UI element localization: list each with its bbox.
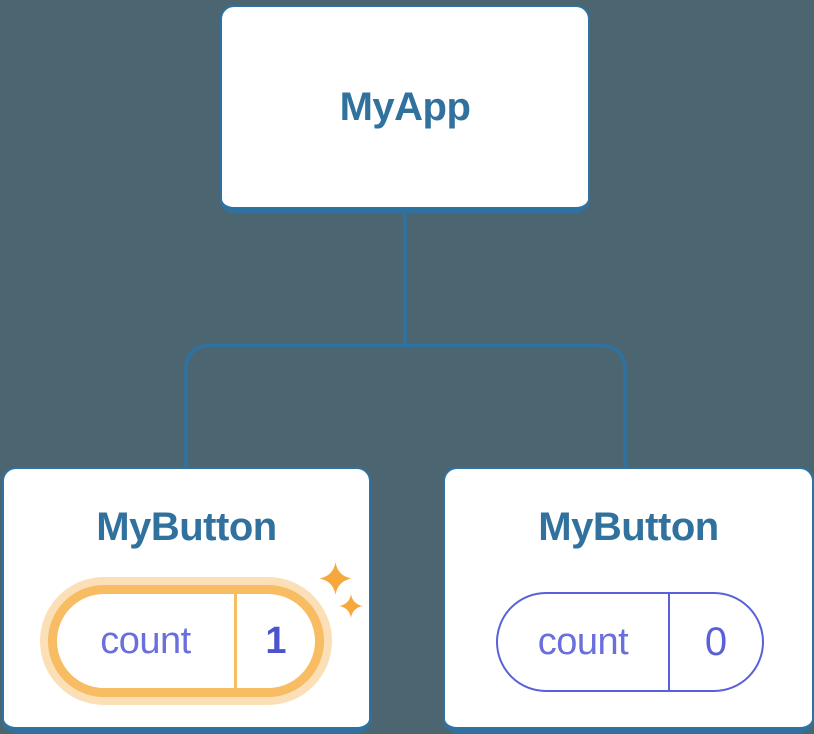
node-label: MyButton — [538, 505, 719, 549]
component-node-mybutton-right: MyButton count 0 — [443, 467, 814, 733]
state-value: 1 — [265, 619, 287, 662]
state-pill: count 0 — [496, 592, 764, 692]
node-label: MyButton — [96, 505, 277, 549]
state-key-label: count — [100, 619, 191, 662]
state-value: 0 — [704, 619, 728, 664]
state-value-cell: 1 — [234, 594, 315, 688]
component-node-myapp: MyApp — [220, 5, 590, 213]
component-node-mybutton-left: MyButton count 1 — [2, 467, 371, 733]
node-label: MyApp — [339, 84, 471, 129]
state-key-label: count — [537, 620, 629, 663]
state-value-cell: 0 — [668, 594, 762, 690]
state-pill-highlighted: count 1 — [48, 585, 324, 697]
